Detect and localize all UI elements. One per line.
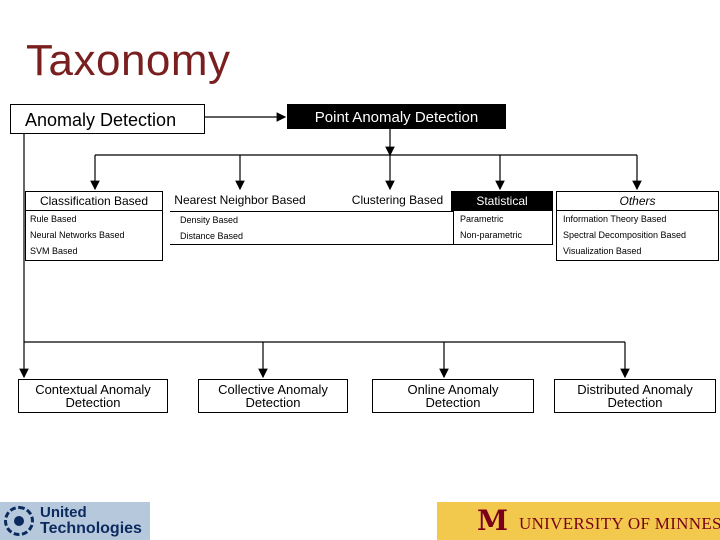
list-item: Visualization Based — [563, 246, 642, 256]
list-item: Neural Networks Based — [30, 230, 125, 240]
list-item: Rule Based — [30, 214, 77, 224]
classification-items: Rule Based Neural Networks Based SVM Bas… — [25, 211, 163, 261]
node-line-2: Detection — [425, 395, 481, 410]
nearest-neighbor-items: Density Based Distance Based — [170, 211, 453, 245]
category-others: Others — [556, 191, 719, 211]
block-m-icon: M — [477, 504, 508, 537]
node-line-2: Detection — [607, 395, 663, 410]
root-node: Anomaly Detection — [10, 104, 205, 134]
logo-text: UNIVERSITY OF MINNESOTA — [519, 514, 720, 533]
contextual-anomaly-node: Contextual Anomaly Detection — [18, 379, 168, 413]
node-line-2: Detection — [245, 395, 301, 410]
node-line-1: Collective Anomaly — [218, 382, 328, 397]
logo-line-2: Technologies — [40, 520, 142, 537]
category-nearest-neighbor: Nearest Neighbor Based — [170, 191, 310, 211]
list-item: Distance Based — [180, 231, 244, 241]
logo-line-1: United — [40, 504, 87, 521]
university-of-minnesota-logo: M UNIVERSITY OF MINNESOTA — [437, 502, 720, 540]
list-item: Density Based — [180, 215, 239, 225]
node-line-1: Contextual Anomaly — [35, 382, 151, 397]
node-line-1: Online Anomaly — [407, 382, 499, 397]
point-anomaly-node: Point Anomaly Detection — [287, 104, 506, 129]
node-line-2: Detection — [65, 395, 121, 410]
list-item: Information Theory Based — [563, 214, 667, 224]
list-item: SVM Based — [30, 246, 78, 256]
distributed-anomaly-node: Distributed Anomaly Detection — [554, 379, 716, 413]
list-item: Spectral Decomposition Based — [563, 230, 687, 240]
collective-anomaly-node: Collective Anomaly Detection — [198, 379, 348, 413]
node-line-1: Distributed Anomaly — [577, 382, 693, 397]
category-clustering: Clustering Based — [345, 191, 450, 211]
statistical-items: Parametric Non-parametric — [453, 211, 553, 245]
list-item: Non-parametric — [460, 230, 523, 240]
gear-emblem-icon — [4, 506, 34, 536]
online-anomaly-node: Online Anomaly Detection — [372, 379, 534, 413]
united-technologies-logo: United Technologies — [0, 502, 150, 540]
slide-title: Taxonomy — [26, 36, 231, 85]
category-statistical: Statistical — [451, 191, 553, 211]
list-item: Parametric — [460, 214, 504, 224]
category-classification: Classification Based — [25, 191, 163, 211]
others-items: Information Theory Based Spectral Decomp… — [556, 211, 719, 261]
